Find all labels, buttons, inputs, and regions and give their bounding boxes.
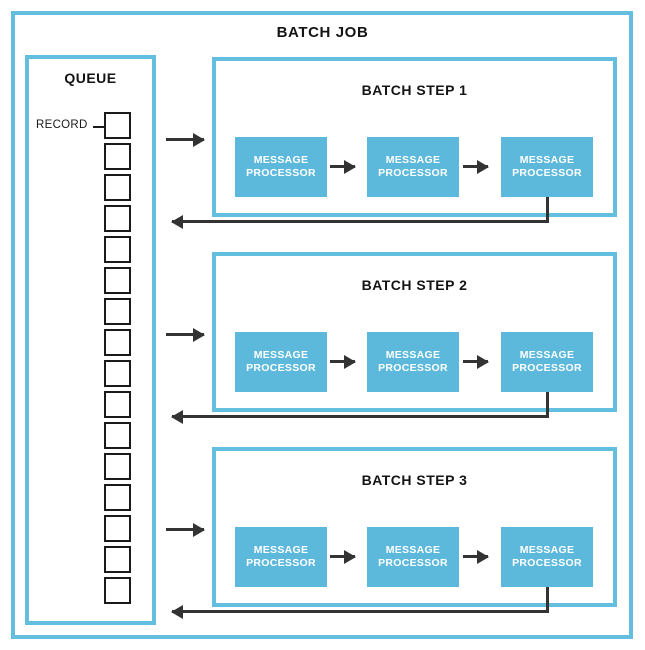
batch-job-title: BATCH JOB [276, 24, 369, 41]
message-processor-line2: PROCESSOR [246, 557, 316, 569]
queue-record-cell[interactable] [104, 143, 131, 170]
batch-step-3-title: BATCH STEP 3 [361, 472, 468, 488]
arrow-right-icon-step1-a [330, 165, 355, 168]
arrow-right-icon-queue-to-step1 [166, 138, 204, 141]
queue-record-cell[interactable] [104, 329, 131, 356]
queue-record-cell[interactable] [104, 422, 131, 449]
queue-record-cell[interactable] [104, 360, 131, 387]
queue-record-cell[interactable] [104, 546, 131, 573]
message-processor-line1: MESSAGE [385, 543, 441, 556]
queue-record-cell[interactable] [104, 298, 131, 325]
queue-record-cell[interactable] [104, 577, 131, 604]
queue-record-cell[interactable] [104, 205, 131, 232]
queue-record-cell[interactable] [104, 267, 131, 294]
return-drop-line-step1 [546, 197, 549, 223]
return-drop-line-step3 [546, 587, 549, 613]
message-processor-3-1[interactable]: MESSAGE PROCESSOR [235, 527, 327, 587]
arrow-right-icon-step3-b [463, 555, 488, 558]
message-processor-line2: PROCESSOR [512, 167, 582, 179]
message-processor-line2: PROCESSOR [378, 557, 448, 569]
arrow-right-icon-queue-to-step3 [166, 528, 204, 531]
arrow-right-icon-step3-a [330, 555, 355, 558]
message-processor-line2: PROCESSOR [378, 362, 448, 374]
message-processor-line1: MESSAGE [253, 348, 309, 361]
arrow-right-icon-queue-to-step2 [166, 333, 204, 336]
message-processor-line1: MESSAGE [253, 153, 309, 166]
message-processor-1-1[interactable]: MESSAGE PROCESSOR [235, 137, 327, 197]
queue-title: QUEUE [64, 70, 117, 86]
message-processor-1-3[interactable]: MESSAGE PROCESSOR [501, 137, 593, 197]
queue-record-cell[interactable] [104, 515, 131, 542]
queue-record-cell[interactable] [104, 391, 131, 418]
arrow-right-icon-step2-b [463, 360, 488, 363]
message-processor-line1: MESSAGE [519, 543, 575, 556]
batch-job-frame [11, 11, 633, 639]
return-drop-line-step2 [546, 392, 549, 418]
message-processor-2-1[interactable]: MESSAGE PROCESSOR [235, 332, 327, 392]
record-label: RECORD [36, 119, 88, 131]
message-processor-3-2[interactable]: MESSAGE PROCESSOR [367, 527, 459, 587]
queue-record-cell[interactable] [104, 112, 131, 139]
arrow-left-icon-step2-to-queue [172, 415, 549, 418]
message-processor-1-2[interactable]: MESSAGE PROCESSOR [367, 137, 459, 197]
queue-container [25, 55, 156, 625]
message-processor-line2: PROCESSOR [246, 362, 316, 374]
batch-step-2-title: BATCH STEP 2 [361, 277, 468, 293]
arrow-right-icon-step2-a [330, 360, 355, 363]
message-processor-line2: PROCESSOR [246, 167, 316, 179]
batch-step-1-title: BATCH STEP 1 [361, 82, 468, 98]
queue-record-cell[interactable] [104, 236, 131, 263]
message-processor-line1: MESSAGE [519, 348, 575, 361]
message-processor-3-3[interactable]: MESSAGE PROCESSOR [501, 527, 593, 587]
record-leader-line [93, 125, 105, 128]
message-processor-line1: MESSAGE [385, 348, 441, 361]
message-processor-line2: PROCESSOR [512, 557, 582, 569]
arrow-right-icon-step1-b [463, 165, 488, 168]
arrow-left-icon-step1-to-queue [172, 220, 549, 223]
queue-record-stack [104, 112, 134, 608]
message-processor-2-2[interactable]: MESSAGE PROCESSOR [367, 332, 459, 392]
message-processor-line1: MESSAGE [385, 153, 441, 166]
queue-record-cell[interactable] [104, 484, 131, 511]
queue-record-cell[interactable] [104, 174, 131, 201]
arrow-left-icon-step3-to-queue [172, 610, 549, 613]
message-processor-line2: PROCESSOR [378, 167, 448, 179]
queue-record-cell[interactable] [104, 453, 131, 480]
message-processor-line1: MESSAGE [519, 153, 575, 166]
message-processor-2-3[interactable]: MESSAGE PROCESSOR [501, 332, 593, 392]
message-processor-line2: PROCESSOR [512, 362, 582, 374]
message-processor-line1: MESSAGE [253, 543, 309, 556]
